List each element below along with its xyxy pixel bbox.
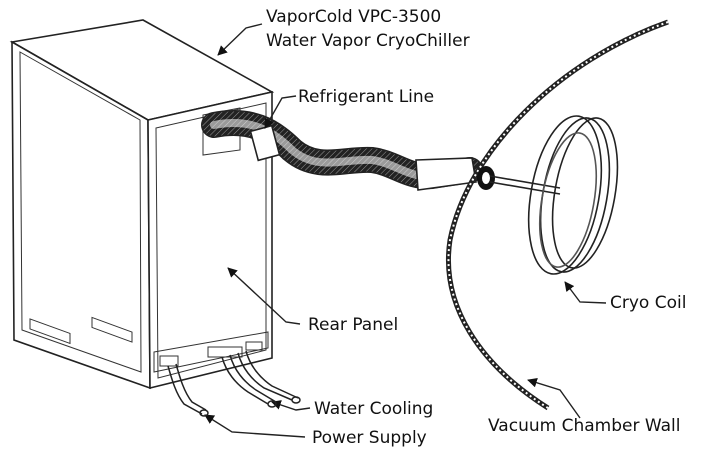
leader-rear-panel <box>227 267 301 325</box>
hose-collar <box>249 124 281 162</box>
cabinet-rear-face <box>147 90 273 390</box>
leader-water <box>271 400 311 411</box>
power-supply-label: Power Supply <box>312 428 427 448</box>
cryo-coil-label: Cryo Coil <box>610 293 686 313</box>
leader-vacuum-wall <box>527 377 581 419</box>
connector-strip <box>153 331 269 373</box>
refrigerant-hose <box>201 110 483 191</box>
power-port <box>159 355 179 367</box>
vent-slot-left <box>29 318 71 345</box>
aux-port <box>245 341 263 351</box>
leader-refrigerant <box>264 95 297 129</box>
leader-cryo-coil <box>564 281 607 304</box>
leader-lines <box>204 23 607 438</box>
title-line-2: Water Vapor CryoChiller <box>266 31 470 51</box>
title-line-1: VaporCold VPC-3500 <box>266 7 441 27</box>
vacuum-chamber-wall <box>446 19 669 411</box>
side-panel-frame <box>19 51 142 373</box>
vent-slot-right <box>91 316 133 343</box>
leader-power <box>204 414 306 438</box>
water-cooling-label: Water Cooling <box>314 399 433 419</box>
cryo-coil <box>489 115 619 275</box>
labels: VaporCold VPC-3500 Water Vapor CryoChill… <box>266 7 686 448</box>
supply-tubes <box>167 350 301 417</box>
rear-panel-label: Rear Panel <box>308 315 398 335</box>
refrigerant-line-label: Refrigerant Line <box>298 87 434 107</box>
leader-title <box>217 23 263 56</box>
water-port <box>207 346 243 358</box>
chiller-cabinet <box>9 19 275 390</box>
vacuum-chamber-wall-label: Vacuum Chamber Wall <box>488 416 680 436</box>
hose-fitting <box>415 157 477 191</box>
